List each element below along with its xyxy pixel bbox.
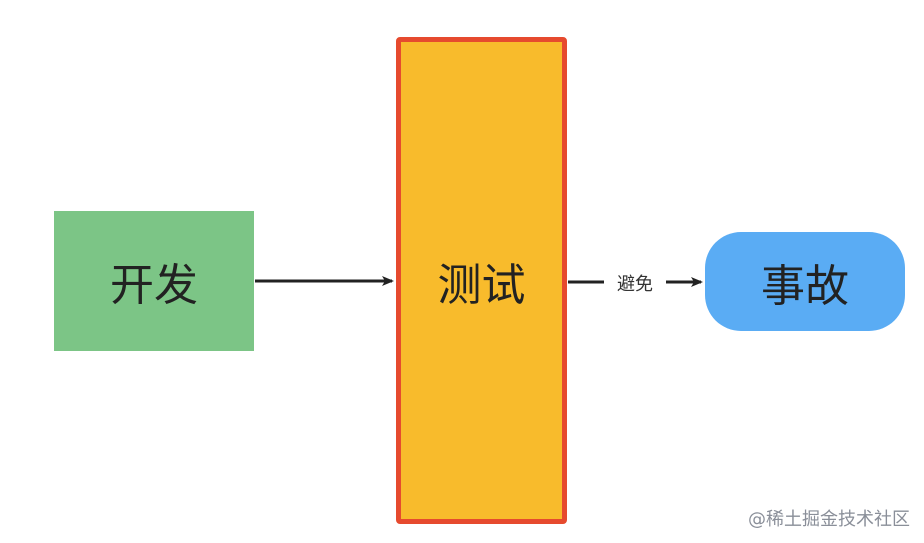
edge-label-avoid-text: 避免 [617, 274, 653, 295]
watermark: @稀土掘金技术社区 [748, 509, 910, 530]
node-dev: 开发 [54, 211, 254, 351]
node-accident: 事故 [705, 232, 905, 331]
node-dev-label: 开发 [110, 260, 198, 311]
node-accident-label: 事故 [761, 260, 849, 312]
edge-label-avoid: 避免 [604, 270, 666, 296]
node-test: 测试 [396, 37, 567, 524]
node-test-label: 测试 [437, 259, 526, 311]
